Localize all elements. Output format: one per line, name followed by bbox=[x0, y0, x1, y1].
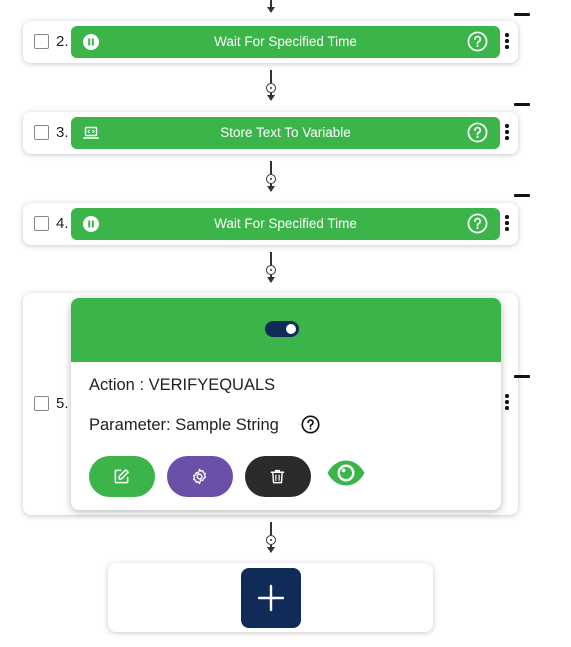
connector bbox=[262, 70, 280, 102]
help-icon[interactable] bbox=[467, 122, 488, 143]
enable-toggle[interactable] bbox=[265, 321, 299, 337]
connector bbox=[262, 252, 280, 284]
pause-icon bbox=[83, 216, 99, 232]
step-number-4: 4. bbox=[56, 215, 69, 232]
gear-icon bbox=[192, 468, 207, 485]
action-text: Action : VERIFYEQUALS bbox=[89, 376, 276, 394]
step-menu-icon[interactable] bbox=[505, 215, 509, 233]
settings-button[interactable] bbox=[167, 456, 233, 497]
action-label-3: Store Text To Variable bbox=[220, 125, 351, 140]
step-menu-icon[interactable] bbox=[505, 33, 509, 51]
add-step-card bbox=[108, 563, 433, 632]
connector-top bbox=[262, 0, 280, 14]
collapse-icon[interactable] bbox=[514, 13, 530, 16]
action-bar-4[interactable]: Wait For Specified Time bbox=[71, 208, 500, 240]
collapse-icon[interactable] bbox=[514, 375, 530, 378]
action-label-4: Wait For Specified Time bbox=[214, 216, 357, 231]
step-number-3: 3. bbox=[56, 124, 69, 141]
step-card-4: 4. Wait For Specified Time bbox=[23, 203, 518, 245]
action-label-2: Wait For Specified Time bbox=[214, 34, 357, 49]
plus-icon bbox=[257, 584, 285, 612]
action-bar-3[interactable]: Store Text To Variable bbox=[71, 117, 500, 149]
parameter-text: Parameter: Sample String bbox=[89, 416, 279, 434]
help-icon[interactable] bbox=[467, 213, 488, 234]
edit-icon bbox=[114, 469, 129, 484]
step-checkbox-3[interactable] bbox=[34, 125, 49, 140]
step-checkbox-2[interactable] bbox=[34, 34, 49, 49]
laptop-code-icon bbox=[83, 126, 99, 139]
step-menu-icon[interactable] bbox=[505, 394, 509, 412]
step-detail-panel: Action : VERIFYEQUALS Parameter: Sample … bbox=[71, 298, 501, 510]
trash-icon bbox=[270, 469, 285, 484]
collapse-icon[interactable] bbox=[514, 194, 530, 197]
connector bbox=[262, 522, 280, 554]
eye-icon[interactable] bbox=[326, 458, 366, 488]
delete-button[interactable] bbox=[245, 456, 311, 497]
toggle-knob bbox=[286, 324, 296, 334]
action-bar-2[interactable]: Wait For Specified Time bbox=[71, 26, 500, 58]
step-checkbox-5[interactable] bbox=[34, 396, 49, 411]
collapse-icon[interactable] bbox=[514, 103, 530, 106]
add-step-button[interactable] bbox=[241, 568, 301, 628]
connector bbox=[262, 161, 280, 193]
help-icon[interactable] bbox=[467, 31, 488, 52]
step-number-2: 2. bbox=[56, 33, 69, 50]
edit-button[interactable] bbox=[89, 456, 155, 497]
step-card-2: 2. Wait For Specified Time bbox=[23, 21, 518, 63]
pause-icon bbox=[83, 34, 99, 50]
step-checkbox-4[interactable] bbox=[34, 216, 49, 231]
step-card-3: 3. Store Text To Variable bbox=[23, 112, 518, 154]
detail-header bbox=[71, 298, 501, 362]
step-menu-icon[interactable] bbox=[505, 124, 509, 142]
step-number-5: 5. bbox=[56, 395, 69, 412]
help-icon[interactable] bbox=[301, 415, 320, 434]
